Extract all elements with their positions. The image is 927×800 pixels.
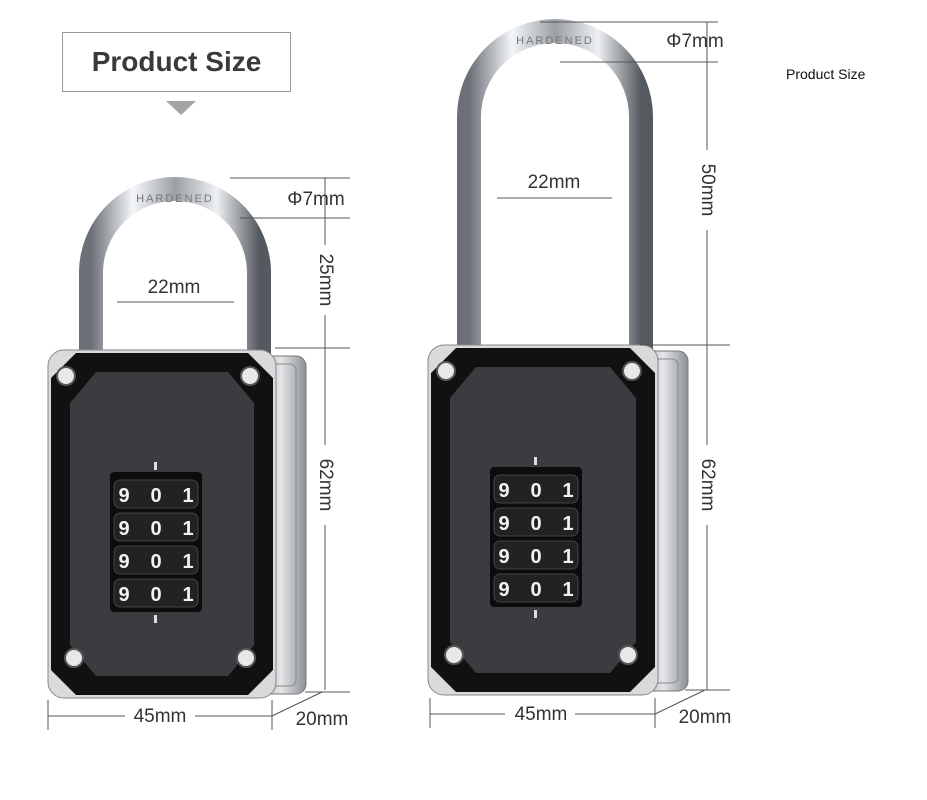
screw	[444, 645, 464, 665]
shackle	[79, 177, 271, 355]
screw	[64, 648, 84, 668]
dial-digit: 1	[182, 485, 193, 507]
label-bg	[125, 705, 195, 727]
dial-row	[113, 479, 199, 509]
dial-digit: 1	[562, 579, 573, 601]
dial-digit: 0	[150, 551, 161, 573]
label-bg	[697, 445, 717, 525]
dial-digit: 1	[182, 584, 193, 606]
dial-digit: 0	[150, 518, 161, 540]
dial-row	[113, 578, 199, 608]
dim-shackle-height: 25mm	[315, 254, 336, 307]
dial-digit: 9	[118, 584, 129, 606]
dim-body-depth: 20mm	[296, 709, 349, 730]
dim-shackle-diameter: Φ7mm	[666, 31, 723, 52]
dial-row	[493, 540, 579, 570]
dim-shackle-height: 50mm	[697, 164, 718, 217]
label-bg	[505, 703, 575, 725]
shackle	[457, 19, 653, 350]
dim-body-width: 45mm	[515, 704, 568, 725]
dial-indicator	[534, 610, 537, 618]
dial-indicator	[534, 457, 537, 465]
down-arrow-icon	[166, 101, 196, 115]
screw	[236, 648, 256, 668]
dial-row	[113, 545, 199, 575]
label-bg	[315, 445, 335, 525]
dial-digit: 0	[530, 546, 541, 568]
dim-body-height: 62mm	[315, 459, 336, 512]
dial-digit: 0	[150, 485, 161, 507]
dial-digit: 0	[530, 579, 541, 601]
dial-digit: 1	[182, 551, 193, 573]
dim-body-width: 45mm	[134, 706, 187, 727]
dial-row	[113, 512, 199, 542]
screw	[622, 361, 642, 381]
dimension-line	[654, 689, 706, 715]
label-bg	[697, 150, 717, 230]
screw	[56, 366, 76, 386]
dial-digit: 9	[498, 579, 509, 601]
engraving-text: HARDENED	[516, 35, 594, 47]
dial-digit: 9	[118, 551, 129, 573]
dial-digit: 9	[118, 518, 129, 540]
dial-digit: 9	[498, 513, 509, 535]
dial-row	[493, 507, 579, 537]
side-title: Product Size	[786, 66, 866, 82]
dial-digit: 9	[498, 480, 509, 502]
dial-indicator	[154, 462, 157, 470]
dim-inner-width: 22mm	[148, 277, 201, 298]
label-bg	[315, 245, 335, 315]
screw	[618, 645, 638, 665]
dial-row	[493, 474, 579, 504]
dial-indicator	[154, 615, 157, 623]
dial-digit: 9	[498, 546, 509, 568]
dial-digit: 0	[150, 584, 161, 606]
screw	[436, 361, 456, 381]
dim-shackle-diameter: Φ7mm	[287, 189, 344, 210]
dim-body-height: 62mm	[697, 459, 718, 512]
product-size-title: Product Size	[62, 32, 291, 92]
dim-body-depth: 20mm	[679, 707, 732, 728]
dial-digit: 1	[562, 480, 573, 502]
dial-row	[493, 573, 579, 603]
dial-digit: 1	[562, 546, 573, 568]
dim-inner-width: 22mm	[528, 172, 581, 193]
screw	[240, 366, 260, 386]
engraving-text: HARDENED	[136, 193, 214, 205]
dial-digit: 1	[182, 518, 193, 540]
dial-digit: 0	[530, 480, 541, 502]
dial-digit: 0	[530, 513, 541, 535]
dimension-line	[271, 691, 323, 717]
dial-digit: 9	[118, 485, 129, 507]
dial-digit: 1	[562, 513, 573, 535]
